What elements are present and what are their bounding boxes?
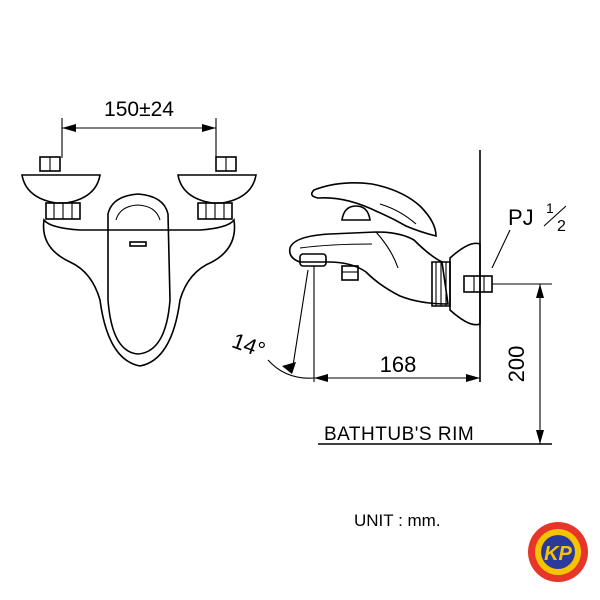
unit-label: UNIT : mm. (354, 511, 441, 530)
right-connector (177, 156, 257, 220)
logo-text: KP (544, 543, 572, 565)
side-body (288, 231, 449, 305)
thread-label-text: PJ (508, 205, 534, 230)
side-view: PJ 1 2 14° 168 200 (229, 150, 567, 445)
bathtub-rim-label: BATHTUB'S RIM (324, 424, 474, 445)
thread-fraction-denominator: 2 (557, 218, 566, 235)
width-dimension: 150±24 (61, 98, 217, 158)
front-view: 150±24 (21, 98, 257, 367)
width-dimension-label: 150±24 (104, 98, 174, 121)
thread-label: PJ 1 2 (491, 200, 567, 269)
angle-dimension: 14° (229, 269, 315, 379)
mixer-body-front (42, 193, 236, 367)
thread-fraction-numerator: 1 (546, 200, 554, 216)
left-connector (21, 156, 101, 220)
spout-length-label: 168 (380, 352, 417, 377)
side-lever (310, 182, 437, 238)
height-label: 200 (504, 346, 529, 383)
angle-label: 14° (229, 328, 269, 363)
spout-length-dimension: 168 (314, 352, 480, 382)
kp-logo: KP (528, 522, 588, 582)
height-dimension: 200 (492, 283, 552, 444)
bathtub-rim: BATHTUB'S RIM (318, 424, 552, 445)
